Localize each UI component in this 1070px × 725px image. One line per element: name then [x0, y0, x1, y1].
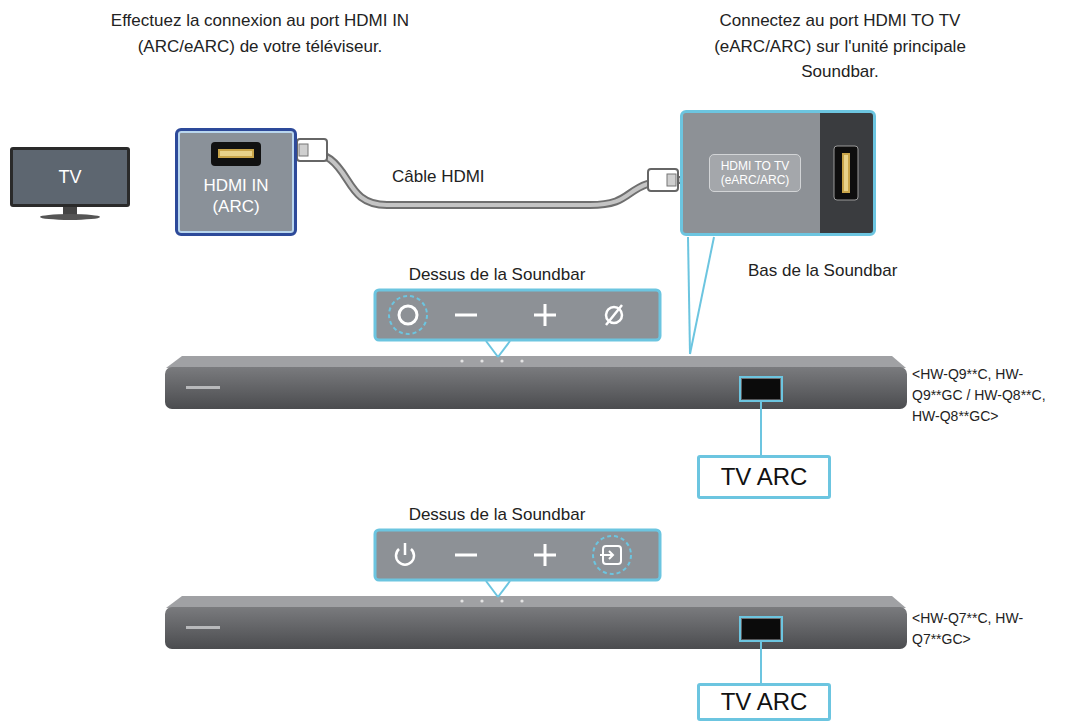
leader-line [760, 401, 762, 455]
node-text: TV [58, 167, 81, 188]
view-label: Dessus de la Soundbar [397, 262, 597, 288]
port-name-box: TV ARC [697, 455, 831, 499]
button-panel [375, 290, 660, 357]
hdmi-plug [299, 144, 308, 156]
hdmi-cable [297, 150, 680, 205]
button-panel [399, 306, 417, 324]
button-panel [375, 290, 660, 340]
port-highlight [740, 617, 782, 641]
hdmi-cable [297, 150, 680, 205]
callout-pointer [688, 237, 690, 354]
node-text: HDMI TO TV (eARC/ARC) [709, 154, 801, 193]
hdmi-port-icon [834, 146, 858, 200]
hdmi-port-icon [844, 155, 848, 191]
button-panel [544, 544, 547, 566]
leader-line [760, 641, 762, 683]
hdmi-port-icon [833, 145, 859, 201]
hdmi-plug [648, 169, 678, 191]
callout-pointer [690, 237, 714, 354]
hdmi-port-icon [210, 141, 262, 167]
port-highlight [740, 377, 782, 401]
button-panel [498, 341, 510, 357]
tv-stand [40, 214, 100, 220]
hdmi-plug [297, 139, 327, 161]
button-panel [544, 304, 547, 326]
button-panel [606, 305, 622, 325]
callout-pointer [688, 237, 714, 354]
button-panel [498, 581, 510, 597]
hdmi-port-icon [211, 142, 261, 166]
button-panel [486, 341, 498, 357]
hdmi-port-icon [218, 149, 254, 158]
port-name-box: TV ARC [697, 683, 831, 721]
soundbar [165, 356, 907, 409]
button-panel [455, 314, 477, 317]
node-text: TV ARC [721, 463, 808, 491]
instruction-note: Connectez au port HDMI TO TV (eARC/ARC) … [690, 8, 990, 85]
tv-screen: TV [10, 147, 130, 207]
hdmi-port-icon [842, 153, 850, 193]
button-panel [486, 581, 498, 597]
hdmi-port-icon [210, 141, 262, 171]
button-panel [375, 530, 660, 597]
node-text: HDMI IN (ARC) [186, 175, 286, 218]
model-label: <HW-Q9**C, HW-Q9**GC / HW-Q8**C, HW-Q8**… [912, 364, 1066, 427]
instruction-note: Effectuez la connexion au port HDMI IN (… [110, 8, 410, 59]
button-panel [389, 296, 427, 334]
button-panel [404, 543, 407, 555]
tv-stand [40, 207, 100, 220]
tv-stand [63, 207, 77, 215]
soundbar-port-panel: HDMI TO TV (eARC/ARC) [680, 110, 876, 236]
hdmi-plug [297, 139, 327, 161]
hdmi-port-icon [833, 145, 859, 205]
node-text: TV ARC [721, 688, 808, 716]
view-label: Bas de la Soundbar [748, 258, 928, 284]
hdmi-cable [297, 150, 680, 205]
tv-port-panel: HDMI IN (ARC) [175, 128, 297, 236]
view-label: Dessus de la Soundbar [397, 502, 597, 528]
button-panel [455, 554, 477, 557]
hdmi-port-icon [220, 151, 252, 156]
button-panel [593, 536, 631, 574]
model-label: <HW-Q7**C, HW-Q7**GC> [912, 608, 1066, 650]
hdmi-plug [648, 169, 678, 191]
button-panel [375, 530, 660, 580]
button-panel [609, 551, 613, 559]
soundbar [165, 596, 907, 649]
cable-label: Câble HDMI [389, 167, 488, 187]
hdmi-plug [667, 174, 676, 186]
